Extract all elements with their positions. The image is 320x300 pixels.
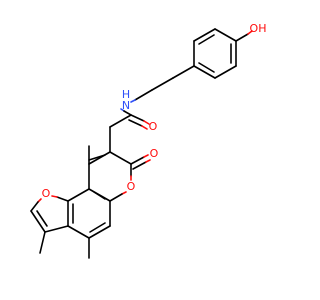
bond xyxy=(235,33,249,42)
bond xyxy=(128,119,143,127)
bond xyxy=(39,231,46,254)
bond xyxy=(214,28,237,42)
molecule-structure: OH H N O O O O xyxy=(30,22,267,259)
bond xyxy=(193,28,216,42)
bond xyxy=(56,196,69,202)
bond xyxy=(30,210,46,233)
bond xyxy=(172,65,195,79)
bond xyxy=(88,151,111,165)
bond xyxy=(214,65,237,79)
phenol-ring xyxy=(193,28,253,79)
amide-oxygen-label: O xyxy=(149,120,158,133)
lactone-carbonyl-oxygen-label: O xyxy=(150,147,159,160)
bond xyxy=(132,161,147,170)
bond xyxy=(88,225,111,239)
double-bond-inner xyxy=(198,62,215,73)
lactone-ring-oxygen-label: O xyxy=(127,180,136,193)
bond xyxy=(109,114,132,128)
bond xyxy=(151,77,174,91)
amide-hydrogen-label: H xyxy=(122,88,130,101)
bond xyxy=(130,99,136,103)
bond xyxy=(130,156,145,165)
bond xyxy=(109,193,123,202)
furan-ring xyxy=(30,195,69,254)
bond xyxy=(247,30,253,35)
bond xyxy=(67,225,90,239)
bond xyxy=(67,188,90,202)
benzo-ring xyxy=(67,188,111,259)
molecule-diagram: OH H N O O O O xyxy=(30,22,267,259)
linker xyxy=(109,65,195,153)
double-bond-inner xyxy=(89,222,106,233)
atom-labels: OH H N O O O O xyxy=(42,22,267,200)
bond xyxy=(193,65,216,79)
double-bond-inner xyxy=(198,34,215,45)
double-bond-inner xyxy=(36,210,48,227)
pyranone-ring xyxy=(88,145,151,202)
amide-nitrogen-label: N xyxy=(122,99,130,112)
bond xyxy=(51,195,58,198)
bond xyxy=(30,201,39,212)
bond xyxy=(143,154,149,158)
bond xyxy=(145,159,151,163)
bond xyxy=(130,114,145,122)
double-bond-inner xyxy=(93,191,106,200)
bond xyxy=(44,225,69,233)
bond xyxy=(123,110,132,116)
double-bond-inner xyxy=(88,154,106,161)
furan-oxygen-label: O xyxy=(42,187,51,200)
hydroxyl-label: OH xyxy=(250,22,267,35)
bond xyxy=(109,151,132,165)
bond xyxy=(141,125,148,130)
bond xyxy=(134,89,153,101)
bond xyxy=(143,120,150,125)
